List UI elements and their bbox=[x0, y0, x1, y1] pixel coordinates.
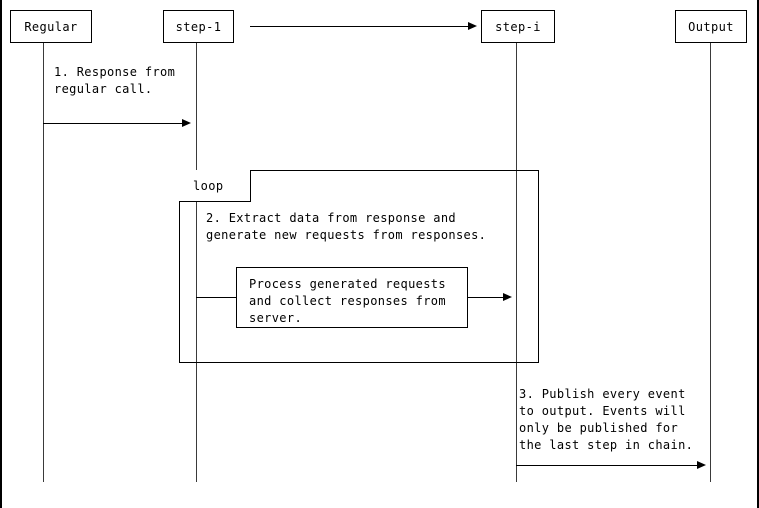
lifeline-step-i bbox=[516, 43, 517, 482]
page-border-right bbox=[757, 0, 759, 508]
participant-label-output: Output bbox=[688, 19, 734, 34]
message-1-arrow-line bbox=[43, 123, 183, 124]
header-chain-arrow-head bbox=[468, 21, 477, 30]
message-3-label: 3. Publish every event to output. Events… bbox=[519, 387, 694, 452]
process-note-arrow-head bbox=[503, 292, 512, 301]
participant-step-i[interactable]: step-i bbox=[481, 10, 555, 43]
message-3-arrow-line bbox=[516, 465, 698, 466]
lifeline-output bbox=[710, 43, 711, 482]
participant-step-1[interactable]: step-1 bbox=[163, 10, 234, 43]
lifeline-regular bbox=[43, 43, 44, 482]
participant-label-step-i: step-i bbox=[495, 19, 541, 34]
message-2-label: 2. Extract data from response and genera… bbox=[206, 211, 487, 242]
participant-output[interactable]: Output bbox=[675, 10, 747, 43]
lifeline-step-1 bbox=[196, 43, 197, 482]
message-1-arrow-head bbox=[182, 118, 191, 127]
loop-fragment bbox=[179, 170, 539, 363]
header-chain-arrow-line bbox=[250, 26, 470, 27]
message-1-label: 1. Response from regular call. bbox=[54, 65, 176, 96]
participant-label-regular: Regular bbox=[24, 19, 78, 34]
message-3-arrow-head bbox=[697, 460, 706, 469]
process-requests-note: Process generated requests and collect r… bbox=[236, 267, 468, 328]
page-border-left bbox=[0, 0, 2, 508]
loop-operator-text: loop bbox=[193, 178, 224, 193]
participant-regular[interactable]: Regular bbox=[10, 10, 92, 43]
participant-label-step-1: step-1 bbox=[175, 19, 222, 34]
loop-fragment-operator-label: loop bbox=[179, 170, 251, 202]
